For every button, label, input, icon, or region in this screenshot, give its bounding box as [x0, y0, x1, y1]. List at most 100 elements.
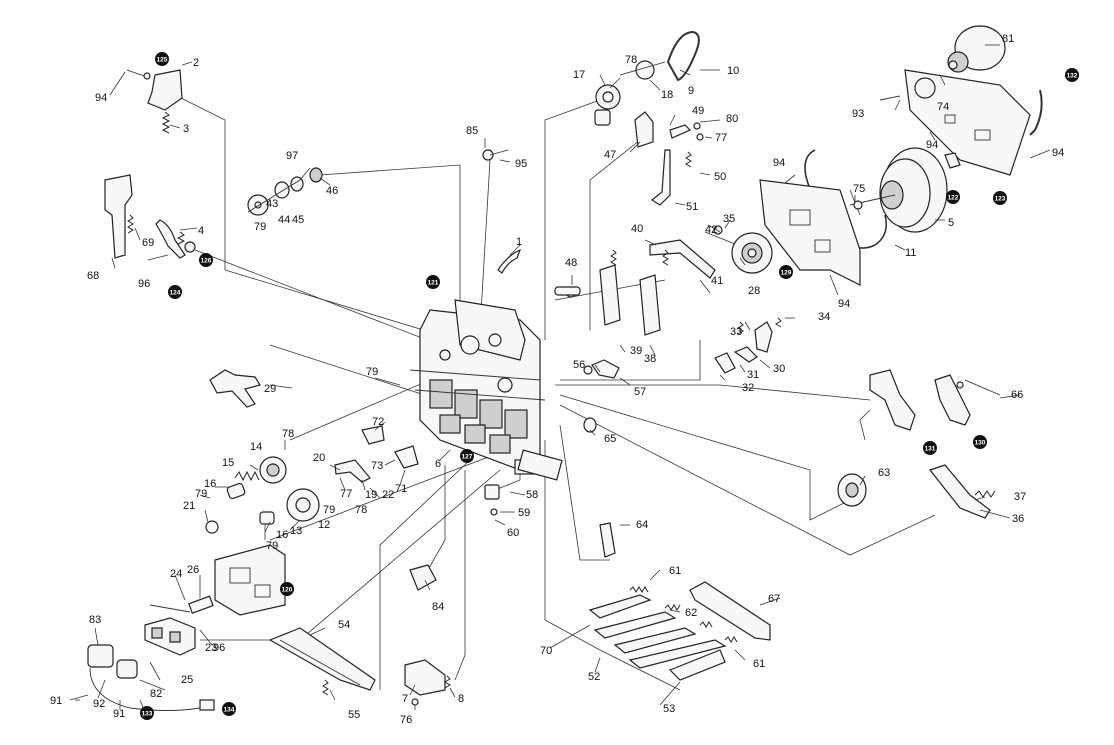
callout-78: 78 [355, 504, 367, 516]
callout-65: 65 [604, 433, 616, 445]
callout-number: 133 [142, 710, 153, 717]
callout-61: 61 [753, 658, 765, 670]
circled-callout-121: 121 [426, 275, 440, 289]
callout-1: 1 [516, 236, 522, 248]
callout-38: 38 [644, 353, 656, 365]
callout-58: 58 [526, 489, 538, 501]
callout-29: 29 [264, 383, 276, 395]
callout-3: 3 [183, 123, 189, 135]
callout-79: 79 [195, 488, 207, 500]
circled-callout-132: 132 [1065, 68, 1079, 82]
callout-circle [280, 582, 294, 596]
callout-50: 50 [714, 171, 726, 183]
callout-13: 13 [290, 525, 302, 537]
circled-callout-133: 133 [140, 706, 154, 720]
callout-62: 62 [685, 607, 697, 619]
callout-78: 78 [282, 428, 294, 440]
callout-85: 85 [466, 125, 478, 137]
callout-55: 55 [348, 709, 360, 721]
callout-95: 95 [515, 158, 527, 170]
callout-circle [946, 190, 960, 204]
callout-number: 127 [462, 453, 473, 460]
callout-circle [168, 285, 182, 299]
callout-41: 41 [711, 275, 723, 287]
callout-94: 94 [773, 157, 785, 169]
callout-8: 8 [458, 693, 464, 705]
callout-25: 25 [181, 674, 193, 686]
callout-22: 22 [382, 489, 394, 501]
callout-79: 79 [323, 504, 335, 516]
circled-callout-125: 125 [155, 52, 169, 66]
callout-18: 18 [661, 89, 673, 101]
callout-70: 70 [540, 645, 552, 657]
callout-69: 69 [142, 237, 154, 249]
circled-callout-123: 123 [993, 191, 1007, 205]
callout-19: 19 [365, 489, 377, 501]
top-right-parts [583, 25, 1043, 379]
callout-96: 96 [138, 278, 150, 290]
circled-callout-129: 129 [779, 265, 793, 279]
callout-14: 14 [250, 441, 262, 453]
callout-84: 84 [432, 601, 444, 613]
callout-48: 48 [565, 257, 577, 269]
callout-39: 39 [630, 345, 642, 357]
callout-37: 37 [1014, 491, 1026, 503]
callout-63: 63 [878, 467, 890, 479]
callout-2: 2 [193, 57, 199, 69]
callout-5: 5 [948, 217, 954, 229]
callout-number: 121 [428, 279, 439, 286]
callout-54: 54 [338, 619, 350, 631]
callout-67: 67 [768, 593, 780, 605]
callout-33: 33 [730, 326, 742, 338]
callout-circle [993, 191, 1007, 205]
callout-80: 80 [726, 113, 738, 125]
callout-31: 31 [747, 369, 759, 381]
callout-number: 129 [781, 269, 792, 276]
callout-circle [155, 52, 169, 66]
circled-callout-124: 124 [168, 285, 182, 299]
callout-82: 82 [150, 688, 162, 700]
callout-44: 44 [278, 214, 290, 226]
callout-number: 131 [925, 445, 936, 452]
circled-callout-120: 120 [280, 582, 294, 596]
callout-28: 28 [748, 285, 760, 297]
callout-number: 120 [282, 586, 293, 593]
top-center-parts [482, 30, 773, 336]
callout-49: 49 [692, 105, 704, 117]
callout-21: 21 [183, 500, 195, 512]
callout-61: 61 [669, 565, 681, 577]
main-chassis [409, 299, 563, 481]
callout-71: 71 [395, 483, 407, 495]
callout-20: 20 [313, 452, 325, 464]
callout-6: 6 [435, 458, 441, 470]
callout-91: 91 [113, 708, 125, 720]
callout-number: 134 [224, 706, 235, 713]
circled-callout-134: 134 [222, 702, 236, 716]
callout-10: 10 [727, 65, 739, 77]
callout-47: 47 [604, 149, 616, 161]
callout-36: 36 [1012, 513, 1024, 525]
callout-15: 15 [222, 457, 234, 469]
callout-circle [140, 706, 154, 720]
callout-52: 52 [588, 671, 600, 683]
callout-17: 17 [573, 69, 585, 81]
callout-number: 124 [170, 289, 181, 296]
callout-circle [460, 449, 474, 463]
callout-91: 91 [50, 695, 62, 707]
bottom-right-parts [404, 581, 771, 706]
callout-circle [779, 265, 793, 279]
callout-circle [973, 435, 987, 449]
callout-60: 60 [507, 527, 519, 539]
callout-77: 77 [715, 132, 727, 144]
callout-97: 97 [286, 150, 298, 162]
callout-number: 122 [948, 194, 959, 201]
circled-callout-131: 131 [923, 441, 937, 455]
assembly-lines [174, 94, 936, 691]
callout-59: 59 [518, 507, 530, 519]
callout-66: 66 [1011, 389, 1023, 401]
callout-45: 45 [292, 214, 304, 226]
callout-94: 94 [1052, 147, 1064, 159]
callout-40: 40 [631, 223, 643, 235]
